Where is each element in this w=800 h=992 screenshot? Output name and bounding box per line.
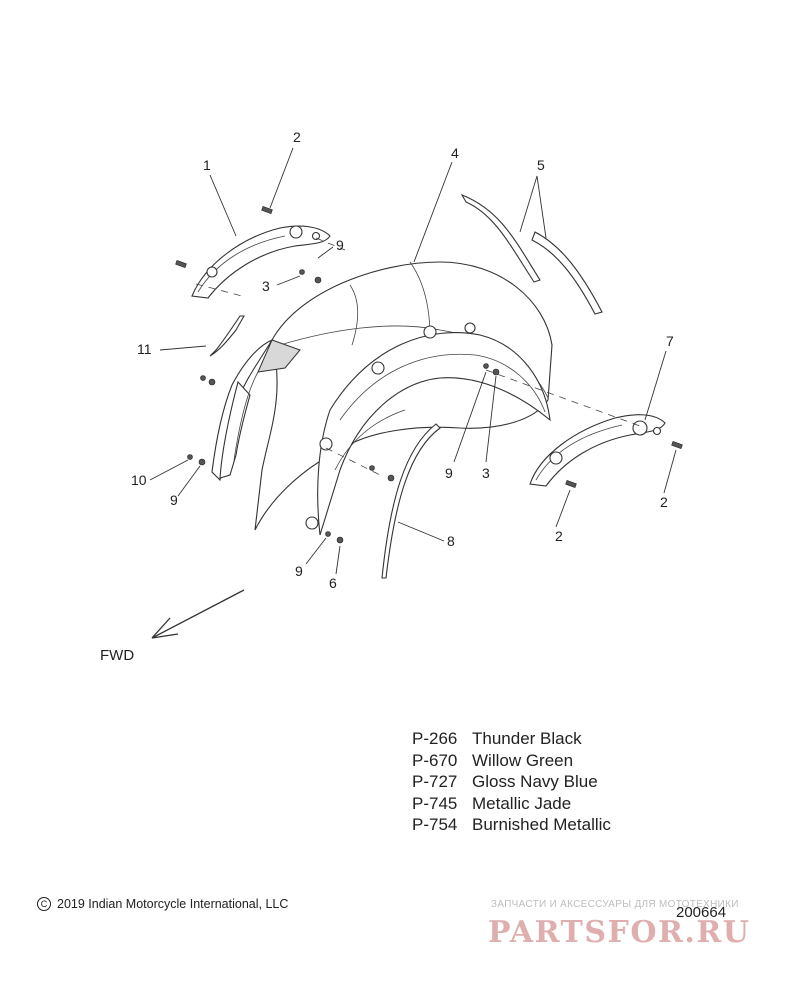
callout-7: 7 [666,333,674,349]
callout-10: 10 [131,472,147,488]
left-fender-trim-part [175,206,331,299]
paint-code: P-745 [412,793,458,813]
paint-code-row: P-754 Burnished Metallic [412,814,611,836]
callout-6: 6 [329,575,337,591]
callout-2: 2 [293,129,301,145]
callout-4: 4 [451,145,459,161]
paint-code-row: P-745 Metallic Jade [412,793,611,815]
callout-2: 2 [660,494,668,510]
arch-strip-part [381,423,441,579]
paint-code-row: P-266 Thunder Black [412,728,611,750]
diagram-number: 200664 [676,904,727,921]
callout-8: 8 [447,533,455,549]
leader-lines [149,147,677,575]
paint-name: Willow Green [472,750,574,770]
callout-3: 3 [482,465,490,481]
callout-9: 9 [445,465,453,481]
paint-code-table: P-266 Thunder Black P-670 Willow Green P… [412,728,611,836]
callout-1: 1 [203,157,211,173]
callout-3: 3 [262,278,270,294]
paint-code: P-670 [412,750,458,770]
copyright-icon: C [37,897,51,911]
alignment-line [485,369,641,427]
alignment-line [315,237,346,251]
trim-strip-part [460,193,603,315]
forward-arrow [151,589,245,639]
callout-2: 2 [555,528,563,544]
forward-label: FWD [100,647,134,664]
copyright-text: 2019 Indian Motorcycle International, LL… [57,897,289,911]
callout-5: 5 [537,157,545,173]
paint-code: P-727 [412,772,458,791]
paint-name: Burnished Metallic [472,815,611,834]
paint-code-row: P-670 Willow Green [412,750,611,772]
paint-code-row: P-727 Gloss Navy Blue [412,771,611,793]
callout-11: 11 [137,341,152,357]
small-trim-part [209,315,245,357]
copyright-notice: C 2019 Indian Motorcycle International, … [37,897,288,911]
paint-name: Gloss Navy Blue [472,772,598,791]
callout-9: 9 [170,492,178,508]
paint-name: Thunder Black [472,729,582,748]
watermark-logo: PARTSFOR.RU [488,915,750,950]
paint-name: Metallic Jade [472,793,572,813]
alignment-line [195,283,243,297]
watermark-logo-text: PARTSFOR.RU [488,915,750,950]
hardware [187,269,500,544]
rear-fender-part [254,261,553,536]
right-fender-trim-part [529,414,683,488]
paint-code: P-266 [412,729,458,748]
fender-side-panel [211,338,301,482]
watermark-tagline: ЗАПЧАСТИ И АКСЕССУАРЫ ДЛЯ МОТОТЕХНИКИ [491,899,739,910]
alignment-line [325,447,381,476]
callout-9: 9 [336,237,344,253]
callout-9: 9 [295,563,303,579]
paint-code: P-754 [412,815,458,834]
